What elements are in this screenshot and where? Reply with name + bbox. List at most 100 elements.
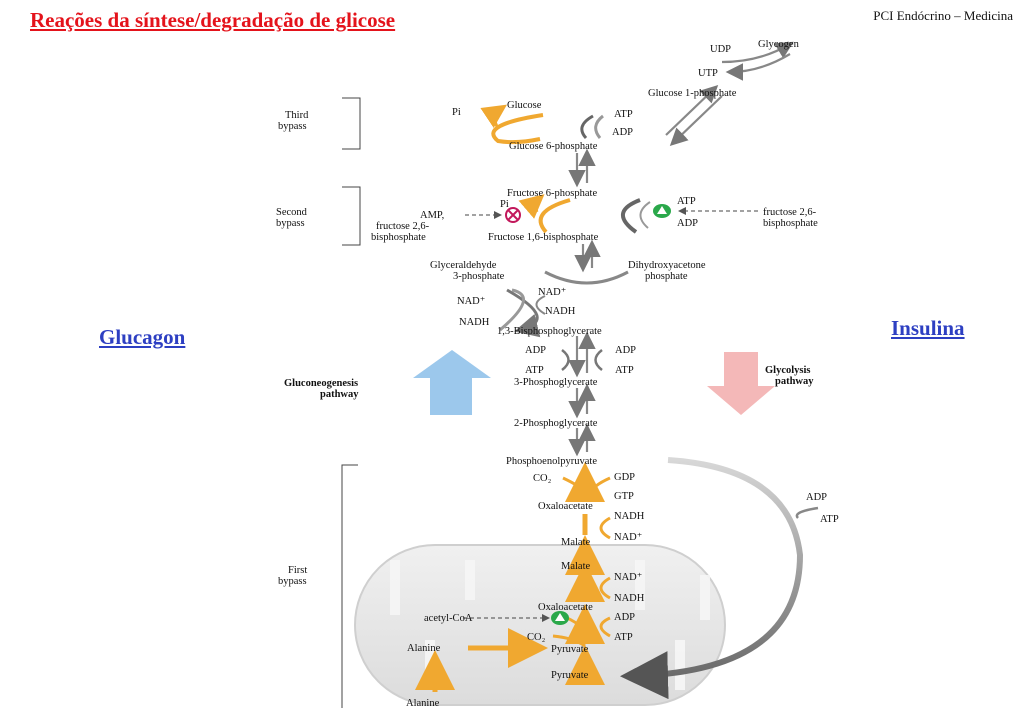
- insulina-label[interactable]: Insulina: [891, 316, 965, 340]
- malate-cytosol-label: Malate: [561, 537, 590, 548]
- glyceraldehyde-line1: Glyceraldehyde: [430, 260, 497, 271]
- pgk-left-arc: [561, 349, 570, 371]
- pi-release-arrow: [480, 104, 507, 129]
- first-bypass-bracket: [341, 464, 358, 708]
- inhibition-symbol: [505, 207, 521, 223]
- nad-left-label: NAD⁺: [457, 296, 486, 307]
- first-bypass-line2: bypass: [278, 576, 307, 587]
- bisphosphoglycerate-label: 1,3-Bisphosphoglycerate: [497, 326, 602, 337]
- second-bypass-line1: Second: [276, 207, 308, 218]
- nadh-left-label: NADH: [459, 317, 490, 328]
- fructose-1-6-bisphosphate-label: Fructose 1,6-bisphosphate: [488, 232, 599, 243]
- gluconeogenesis-up-arrow: [413, 350, 491, 415]
- nad-mdh-cyt-label: NAD⁺: [614, 532, 643, 543]
- pfk-arc: [621, 198, 641, 234]
- gluconeogenesis-label-line2: pathway: [320, 389, 359, 400]
- glycolysis-label-line2: pathway: [775, 376, 814, 387]
- pfk-activator-line1: fructose 2,6-: [763, 207, 817, 218]
- fbpase-arc: [538, 198, 571, 234]
- second-bypass-line2: bypass: [276, 218, 305, 229]
- second-bypass-bracket: [342, 186, 361, 246]
- cofactor-orange-arcs: [552, 476, 611, 648]
- first-bypass-line1: First: [288, 565, 307, 576]
- glucose-1-phosphate-label: Glucose 1-phosphate: [648, 88, 737, 99]
- glucose-6-phosphate-label: Glucose 6-phosphate: [509, 141, 598, 152]
- nadh-mdh-cyt-label: NADH: [614, 511, 645, 522]
- gapdh-arrow-1: [506, 288, 541, 338]
- amp-inhibitor-line2: fructose 2,6-: [376, 221, 430, 232]
- mitochondrion-shape: [354, 544, 726, 706]
- third-bypass-bracket: [342, 97, 361, 150]
- amp-inhibitor-line3: bisphosphate: [371, 232, 426, 243]
- gdp-label: GDP: [614, 472, 635, 483]
- glycogen-label: Glycogen: [758, 39, 800, 50]
- glycogen-synthesis-arrow: [721, 41, 794, 64]
- oxaloacetate-cytosol-label: Oxaloacetate: [538, 501, 593, 512]
- glucose-label: Glucose: [507, 100, 542, 111]
- gtp-label: GTP: [614, 491, 634, 502]
- slide-title: Reações da síntese/degradação de glicose: [30, 8, 396, 32]
- adp-pfk-label: ADP: [677, 218, 698, 229]
- glycogen-breakdown-arrow: [725, 53, 791, 81]
- 2-phosphoglycerate-label: 2-Phosphoglycerate: [514, 418, 598, 429]
- glycolysis-down-arrow: [707, 352, 775, 415]
- pyruvate-mito-label: Pyruvate: [551, 644, 589, 655]
- gapdh-nad-arc: [535, 295, 546, 315]
- pfk-atp-arc: [639, 201, 651, 229]
- phosphoenolpyruvate-label: Phosphoenolpyruvate: [506, 456, 597, 467]
- co2-pepck-label: CO₂: [533, 473, 552, 484]
- gluconeogenesis-label-line1: Gluconeogenesis: [284, 378, 358, 389]
- amp-inhibitor-line1: AMP,: [420, 210, 444, 221]
- pfk-activator-line2: bisphosphate: [763, 218, 818, 229]
- pyruvate-label: Pyruvate: [551, 670, 589, 681]
- pi-fbpase-label: Pi: [500, 199, 509, 210]
- atp-pgk-right-label: ATP: [615, 365, 634, 376]
- fbpase-pi-arrow: [518, 194, 545, 219]
- pgk-right-arc: [594, 349, 603, 371]
- 3-phosphoglycerate-label: 3-Phosphoglycerate: [514, 377, 598, 388]
- reversible-arrows: [568, 84, 723, 457]
- atp-pc-label: ATP: [614, 632, 633, 643]
- third-bypass-line1: Third: [285, 110, 309, 121]
- g6pase-arc: [491, 113, 544, 145]
- hexokinase-arc: [580, 114, 594, 140]
- course-label: PCI Endócrino – Medicina: [873, 8, 1013, 23]
- activation-symbol-pc: [551, 611, 569, 625]
- acetyl-coa-label: acetyl-CoA: [424, 613, 473, 624]
- third-bypass-line2: bypass: [278, 121, 307, 132]
- adp-pgk-left-label: ADP: [525, 345, 546, 356]
- atp-pfk-label: ATP: [677, 196, 696, 207]
- alanine-label: Alanine: [406, 698, 440, 708]
- gapdh-arrow-2: [499, 288, 525, 332]
- glucagon-label[interactable]: Glucagon: [99, 325, 186, 349]
- gluconeogenesis-orange-steps: [415, 462, 605, 692]
- oxaloacetate-mito-label: Oxaloacetate: [538, 602, 593, 613]
- mitochondrion-cristae: [390, 560, 710, 690]
- adp-hexokinase-label: ADP: [612, 127, 633, 138]
- pyruvate-kinase-loop: [620, 457, 804, 700]
- fructose-6-phosphate-label: Fructose 6-phosphate: [507, 188, 597, 199]
- atp-hexokinase-label: ATP: [614, 109, 633, 120]
- utp-label: UTP: [698, 68, 718, 79]
- nadh-right-label: NADH: [545, 306, 576, 317]
- atp-pgk-left-label: ATP: [525, 365, 544, 376]
- activation-symbol-pfk: [653, 204, 671, 218]
- adp-pgk-right-label: ADP: [615, 345, 636, 356]
- pi-glucose-label: Pi: [452, 107, 461, 118]
- nad-right-label: NAD⁺: [538, 287, 567, 298]
- adp-pk-label: ADP: [806, 492, 827, 503]
- aldolase-curve: [544, 270, 629, 285]
- pk-adp-atp-arc: [795, 506, 819, 519]
- atp-pk-label: ATP: [820, 514, 839, 525]
- nadh-mdh-mito-label: NADH: [614, 593, 645, 604]
- udp-label: UDP: [710, 44, 731, 55]
- dihydroxyacetone-line2: phosphate: [645, 271, 688, 282]
- glyceraldehyde-line2: 3-phosphate: [453, 271, 505, 282]
- co2-pc-label: CO₂: [527, 632, 546, 643]
- nad-mdh-mito-label: NAD⁺: [614, 572, 643, 583]
- alanine-mito-label: Alanine: [407, 643, 441, 654]
- adp-pc-label: ADP: [614, 612, 635, 623]
- hexokinase-arc-2: [594, 114, 604, 139]
- glycolysis-label-line1: Glycolysis: [765, 365, 811, 376]
